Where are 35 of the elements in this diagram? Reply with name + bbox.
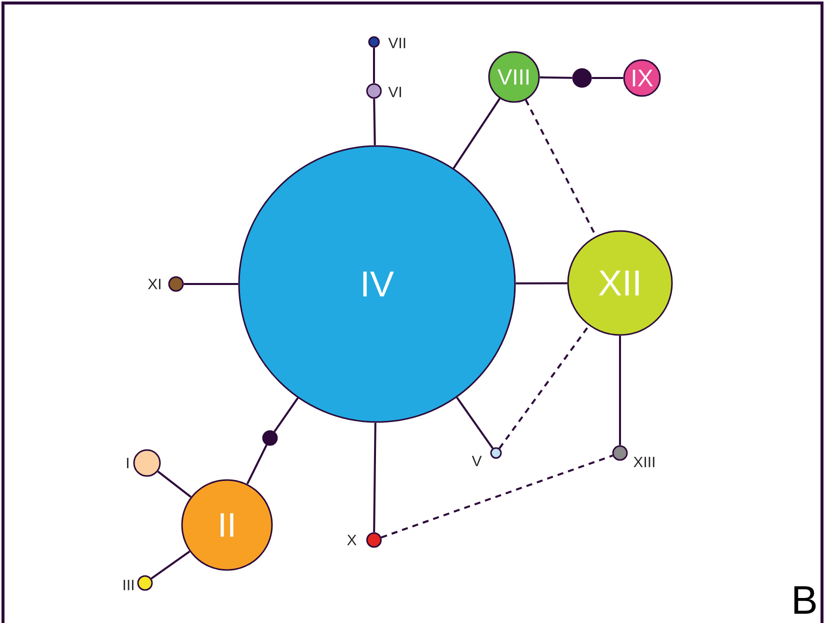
haplotype-label: V	[472, 456, 482, 466]
network-link	[184, 283, 238, 285]
haplotype-label: X	[347, 534, 356, 546]
network-link	[380, 454, 614, 538]
network-link	[498, 325, 590, 449]
haplotype-circle	[133, 449, 161, 477]
haplotype-circle	[137, 575, 153, 591]
network-link	[373, 98, 376, 146]
haplotype-circle	[366, 532, 382, 548]
network-link	[619, 336, 621, 446]
network-link	[592, 77, 624, 79]
haplotype-label: XIII	[634, 456, 654, 468]
haplotype-label: XI	[148, 278, 160, 290]
haplotype-label: III	[124, 580, 134, 590]
haplotype-circle	[612, 445, 628, 461]
network-link	[540, 76, 572, 79]
haplotype-circle	[168, 276, 184, 292]
median-vector-dot	[262, 430, 278, 446]
haplotype-circle	[368, 36, 380, 48]
network-link	[452, 98, 501, 169]
median-vector-dot	[572, 68, 592, 88]
network-link	[246, 444, 268, 484]
network-link	[157, 470, 192, 498]
haplotype-circle	[490, 447, 502, 459]
network-link	[274, 397, 299, 432]
network-link	[373, 48, 375, 84]
panel-letter: B	[794, 586, 816, 614]
network-link	[516, 282, 568, 284]
network-link	[150, 550, 190, 580]
network-link	[373, 422, 376, 532]
haplotype-circle	[366, 83, 382, 99]
network-link	[456, 396, 494, 449]
haplotype-label: I	[127, 458, 128, 468]
haplotype-label: VII	[388, 38, 406, 48]
haplotype-label: VI	[388, 86, 401, 98]
